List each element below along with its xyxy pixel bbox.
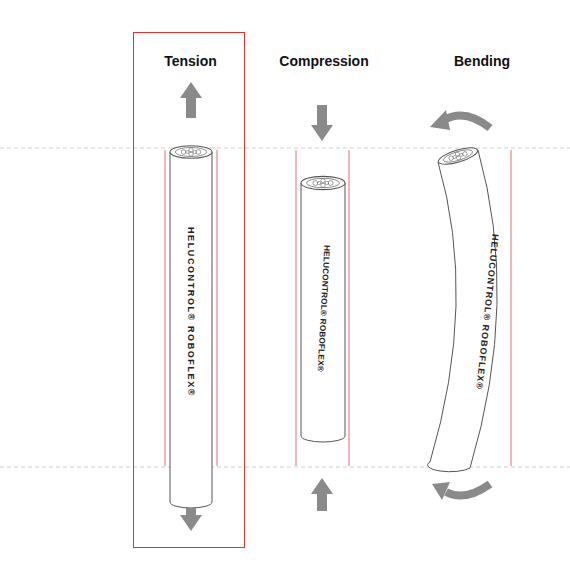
- highlight-box: TensionHELUCONTROL® ROBOFLEX®: [133, 32, 245, 548]
- column-title: Bending: [454, 53, 510, 69]
- column-title: Compression: [279, 53, 368, 69]
- cable-print: HELUCONTROL® ROBOFLEX®: [186, 227, 196, 397]
- column-title: Tension: [164, 53, 217, 69]
